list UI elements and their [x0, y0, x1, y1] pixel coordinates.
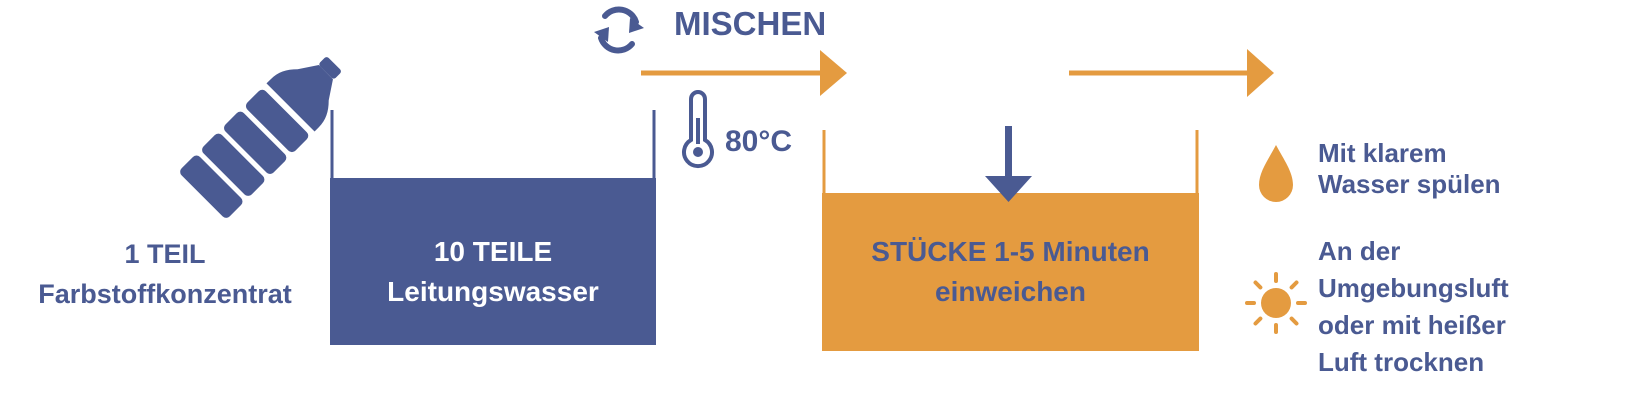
- step3-line1: STÜCKE 1-5 Minuten: [871, 236, 1150, 267]
- step3-label: STÜCKE 1-5 Minuten einweichen: [822, 232, 1199, 312]
- refresh-cycle-icon: [594, 6, 644, 54]
- dry-line2: Umgebungsluft: [1318, 273, 1509, 303]
- rinse-instruction: Mit klarem Wasser spülen: [1318, 138, 1501, 200]
- step1-label: 1 TEIL Farbstoffkonzentrat: [6, 234, 324, 314]
- dry-line1: An der: [1318, 236, 1401, 266]
- step1-line2: Farbstoffkonzentrat: [38, 279, 292, 309]
- dry-instruction: An der Umgebungsluft oder mit heißer Luf…: [1318, 233, 1509, 381]
- dry-line3: oder mit heißer: [1318, 310, 1506, 340]
- dry-line4: Luft trocknen: [1318, 347, 1485, 377]
- rinse-line2: Wasser spülen: [1318, 169, 1501, 199]
- step1-line1: 1 TEIL: [124, 239, 206, 269]
- temperature-label: 80°C: [725, 125, 793, 158]
- soak-tank: [822, 130, 1199, 351]
- thermometer-icon: [682, 90, 714, 169]
- mix-label: MISCHEN: [674, 5, 827, 42]
- step2-line1: 10 TEILE: [433, 236, 553, 267]
- bottle-icon: [180, 57, 341, 218]
- process-arrow-1: [641, 50, 847, 96]
- process-arrow-2: [1069, 49, 1274, 97]
- step2-line2: Leitungswasser: [387, 276, 599, 307]
- step3-line2: einweichen: [935, 276, 1086, 307]
- water-tank-fill: [330, 178, 656, 345]
- water-tank: [330, 110, 656, 345]
- sun-icon: [1245, 272, 1307, 334]
- arrow-down-icon: [985, 126, 1032, 202]
- water-drop-icon: [1259, 145, 1293, 202]
- rinse-line1: Mit klarem: [1318, 138, 1447, 168]
- soak-tank-fill: [822, 193, 1199, 351]
- step2-label: 10 TEILE Leitungswasser: [330, 232, 656, 312]
